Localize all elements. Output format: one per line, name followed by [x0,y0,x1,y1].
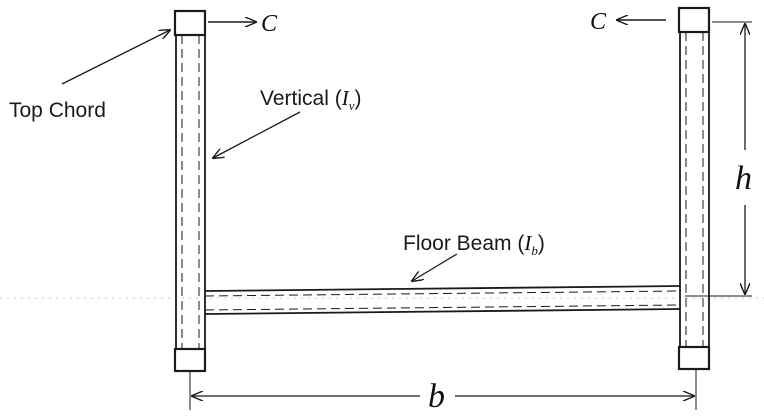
vertical-label-suffix: ) [354,87,361,110]
floor-beam-label: Floor Beam (Ib) [403,231,545,258]
vertical-label-subscript: v [349,98,355,113]
floor-beam-label-subscript: b [531,243,538,258]
force-label-left: C [261,11,278,37]
vertical-label-prefix: Vertical ( [260,87,342,110]
left-vertical [173,9,207,373]
vertical-leader [213,111,301,158]
force-label-right: C [590,9,607,35]
right-bottom-chord-box [677,345,711,371]
left-top-chord-box [173,9,207,37]
vertical-label: Vertical (Iv) [260,86,361,113]
width-label: b [428,378,445,415]
floor-beam-label-prefix: Floor Beam ( [403,232,524,255]
vertical-label-symbol: I [341,86,350,110]
right-vertical [677,6,711,371]
right-top-chord-box [677,6,711,34]
floor-beam-label-symbol: I [523,231,532,255]
floor-beam-label-suffix: ) [538,232,545,255]
floor-beam [204,285,681,315]
floor-beam-leader [412,253,458,281]
height-label: h [735,160,752,197]
top-chord-label: Top Chord [9,99,106,122]
top-chord-leader [61,30,170,85]
left-bottom-chord-box [173,347,207,373]
